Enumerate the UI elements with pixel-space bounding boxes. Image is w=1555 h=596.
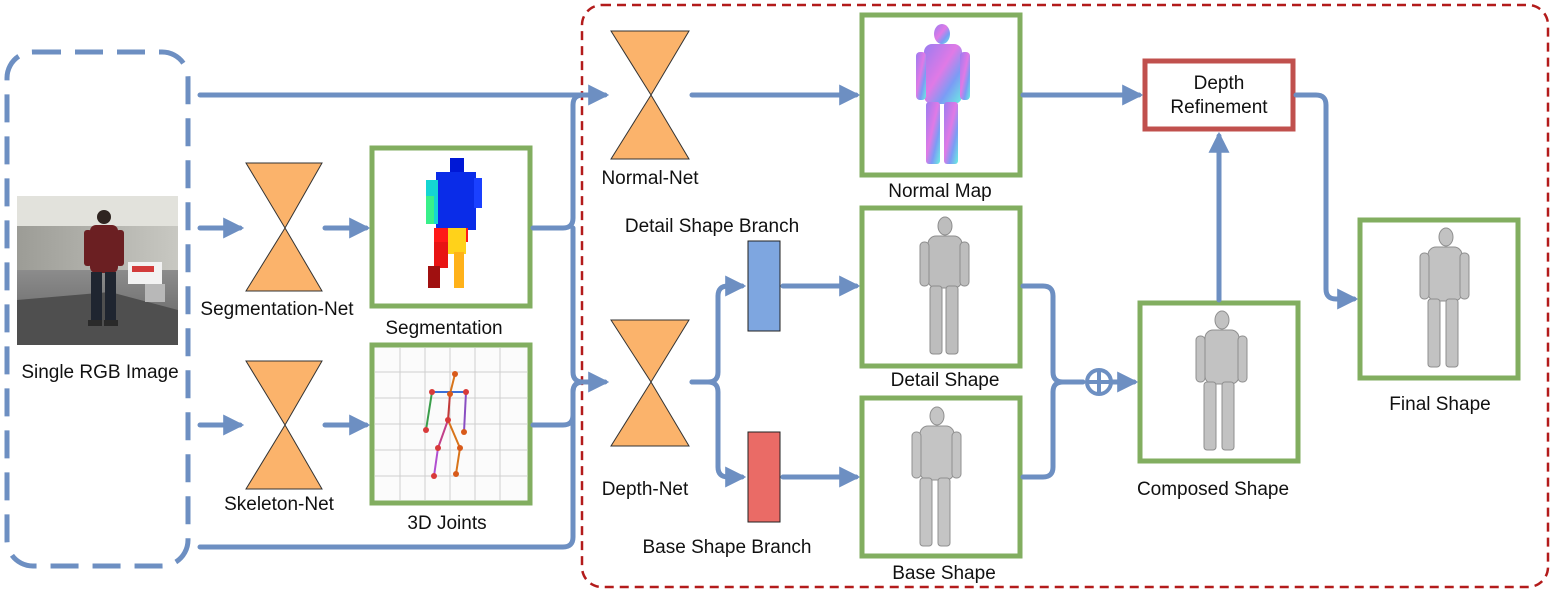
depth-net-label: Depth-Net	[602, 479, 689, 500]
base-shape-label: Base Shape	[892, 563, 996, 584]
detail-shape-label: Detail Shape	[891, 370, 1000, 391]
base-shape-figure	[911, 406, 962, 547]
composed-shape-label: Composed Shape	[1137, 479, 1289, 500]
normal-net-block	[610, 30, 690, 160]
arrow-refinement-to-final	[1293, 92, 1359, 310]
segmentation-net-block	[245, 162, 323, 292]
segmentation-net-label: Segmentation-Net	[200, 299, 354, 320]
skeleton-net-label: Skeleton-Net	[224, 494, 335, 515]
input-region	[4, 49, 191, 569]
input-label: Single RGB Image	[21, 362, 178, 383]
normal-net-label: Normal-Net	[601, 168, 699, 189]
input-rgb-image	[17, 196, 178, 345]
arrow-depth-to-detail-branch	[689, 275, 747, 385]
depth-refinement-box	[1142, 58, 1296, 132]
arrow-seg-to-nets	[530, 92, 586, 231]
composed-shape-figure	[1195, 310, 1248, 451]
skeleton-figure	[425, 373, 467, 477]
base-branch-label: Base Shape Branch	[642, 537, 811, 558]
depth-refinement-label-line1: Depth	[1194, 73, 1245, 94]
detail-shape-figure	[919, 216, 970, 355]
segmentation-mask	[426, 158, 482, 288]
depth-refinement-label-line2: Refinement	[1170, 97, 1268, 118]
arrow-base-to-sum	[1020, 379, 1066, 480]
normal-map-figure	[916, 24, 970, 164]
detail-branch-block	[747, 240, 781, 332]
joint-points	[423, 371, 469, 479]
final-shape-figure	[1419, 227, 1470, 368]
arrow-detail-to-sum	[1020, 283, 1086, 385]
arrow-depth-to-base-branch	[689, 379, 747, 488]
segmentation-label: Segmentation	[385, 318, 502, 339]
detail-branch-label: Detail Shape Branch	[625, 216, 799, 237]
base-branch-block	[747, 431, 781, 523]
joints-label: 3D Joints	[407, 513, 486, 534]
arrow-input-bottom-to-depth	[197, 371, 610, 550]
normal-map-label: Normal Map	[888, 181, 991, 202]
sum-operator	[1085, 368, 1113, 396]
skeleton-net-block	[245, 360, 323, 490]
flow-arrows	[197, 84, 1359, 550]
depth-net-block	[610, 319, 690, 447]
final-shape-label: Final Shape	[1389, 394, 1490, 415]
